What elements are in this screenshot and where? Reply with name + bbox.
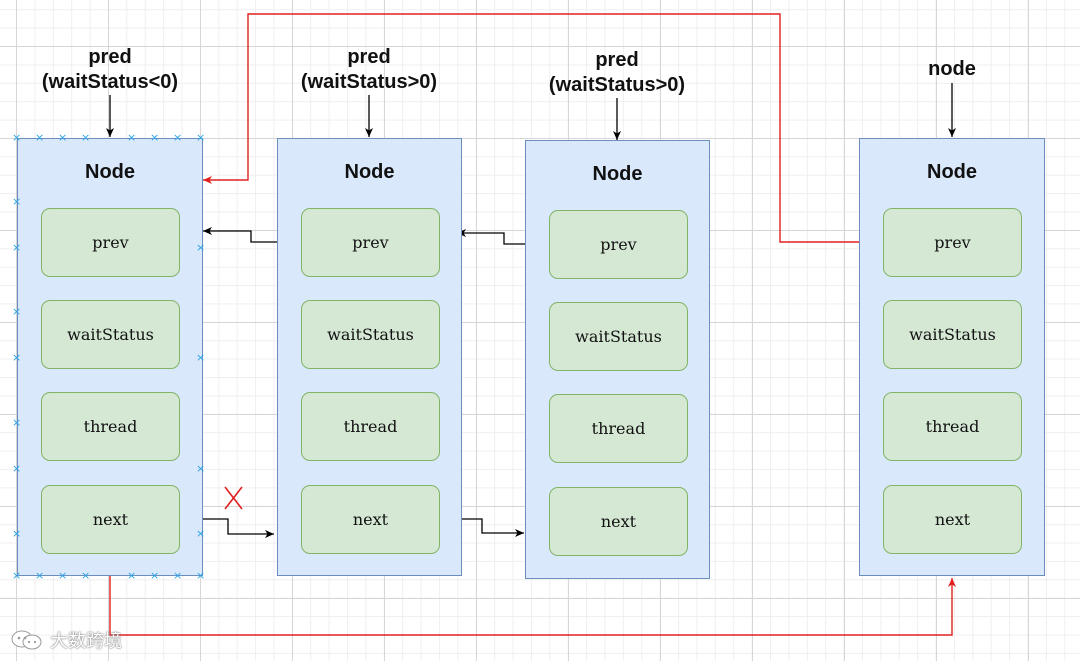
node-2-waitstatus-field[interactable]: waitStatus xyxy=(301,300,440,369)
selection-handle[interactable]: × xyxy=(81,131,91,144)
selection-handle[interactable]: × xyxy=(196,527,206,540)
selection-handle[interactable]: × xyxy=(12,569,22,582)
selection-handle[interactable]: × xyxy=(12,305,22,318)
selection-handle[interactable]: × xyxy=(12,416,22,429)
node-4-waitstatus-field[interactable]: waitStatus xyxy=(883,300,1022,369)
selection-handle[interactable]: × xyxy=(127,131,137,144)
node-3[interactable]: Node prev waitStatus thread next xyxy=(525,140,710,579)
link-next-1-to-4-red xyxy=(109,554,956,636)
node-4-next-field[interactable]: next xyxy=(883,485,1022,554)
node-3-thread-field[interactable]: thread xyxy=(549,394,688,463)
selection-handle[interactable]: × xyxy=(150,131,160,144)
pointer-label-2: pred (waitStatus>0) xyxy=(289,45,449,95)
node-1-title: Node xyxy=(85,161,135,183)
watermark: 大数跨境 xyxy=(10,627,122,653)
removed-link-cross-icon xyxy=(224,486,243,510)
selection-handle[interactable]: × xyxy=(196,462,206,475)
node-1[interactable]: Node prev waitStatus thread next xyxy=(17,138,203,576)
selection-handle[interactable]: × xyxy=(150,569,160,582)
selection-handle[interactable]: × xyxy=(173,569,183,582)
pointer-label-2-line2: (waitStatus>0) xyxy=(300,71,438,93)
pointer-label-1-line1: pred xyxy=(88,46,132,68)
node-2-thread-field[interactable]: thread xyxy=(301,392,440,461)
selection-handle[interactable]: × xyxy=(196,351,206,364)
wechat-logo-icon xyxy=(11,630,42,650)
node-4[interactable]: Node prev waitStatus thread next xyxy=(859,138,1045,576)
link-next-1-to-2 xyxy=(179,518,274,538)
selection-handle[interactable]: × xyxy=(173,131,183,144)
selection-handle[interactable]: × xyxy=(35,131,45,144)
pointer-label-4-line1: node xyxy=(928,58,976,80)
pointer-label-3-line1: pred xyxy=(595,49,639,71)
node-1-thread-field[interactable]: thread xyxy=(41,392,180,461)
selection-handle[interactable]: × xyxy=(12,462,22,475)
selection-handle[interactable]: × xyxy=(196,131,206,144)
node-2[interactable]: Node prev waitStatus thread next xyxy=(277,138,462,576)
node-3-waitstatus-field[interactable]: waitStatus xyxy=(549,302,688,371)
pointer-label-2-line1: pred xyxy=(347,46,391,68)
selection-handle[interactable]: × xyxy=(12,195,22,208)
selection-handle[interactable]: × xyxy=(58,131,68,144)
node-3-prev-field[interactable]: prev xyxy=(549,210,688,279)
pointer-label-4: node xyxy=(872,57,1032,82)
selection-handle[interactable]: × xyxy=(58,569,68,582)
node-2-prev-field[interactable]: prev xyxy=(301,208,440,277)
selection-handle[interactable]: × xyxy=(12,527,22,540)
node-1-next-field[interactable]: next xyxy=(41,485,180,554)
link-prev-4-to-1-red xyxy=(203,13,882,243)
node-2-next-field[interactable]: next xyxy=(301,485,440,554)
node-3-title: Node xyxy=(592,163,643,185)
link-prev-2-to-1 xyxy=(203,227,300,243)
node-4-title: Node xyxy=(927,161,977,183)
node-2-title: Node xyxy=(344,161,395,183)
selection-handle[interactable]: × xyxy=(12,241,22,254)
selection-handle[interactable]: × xyxy=(127,569,137,582)
pointer-label-3-line2: (waitStatus>0) xyxy=(548,74,686,96)
selection-handle[interactable]: × xyxy=(12,131,22,144)
node-4-prev-field[interactable]: prev xyxy=(883,208,1022,277)
selection-handle[interactable]: × xyxy=(12,351,22,364)
selection-handle[interactable]: × xyxy=(196,241,206,254)
selection-handle[interactable]: × xyxy=(196,569,206,582)
watermark-text: 大数跨境 xyxy=(50,631,122,652)
node-4-thread-field[interactable]: thread xyxy=(883,392,1022,461)
selection-handle[interactable]: × xyxy=(35,569,45,582)
node-3-next-field[interactable]: next xyxy=(549,487,688,556)
pointer-label-1: pred (waitStatus<0) xyxy=(30,45,190,95)
selection-handle[interactable]: × xyxy=(81,569,91,582)
pointer-label-3: pred (waitStatus>0) xyxy=(537,48,697,98)
pointer-label-1-line2: (waitStatus<0) xyxy=(41,71,179,93)
node-1-prev-field[interactable]: prev xyxy=(41,208,180,277)
node-1-waitstatus-field[interactable]: waitStatus xyxy=(41,300,180,369)
